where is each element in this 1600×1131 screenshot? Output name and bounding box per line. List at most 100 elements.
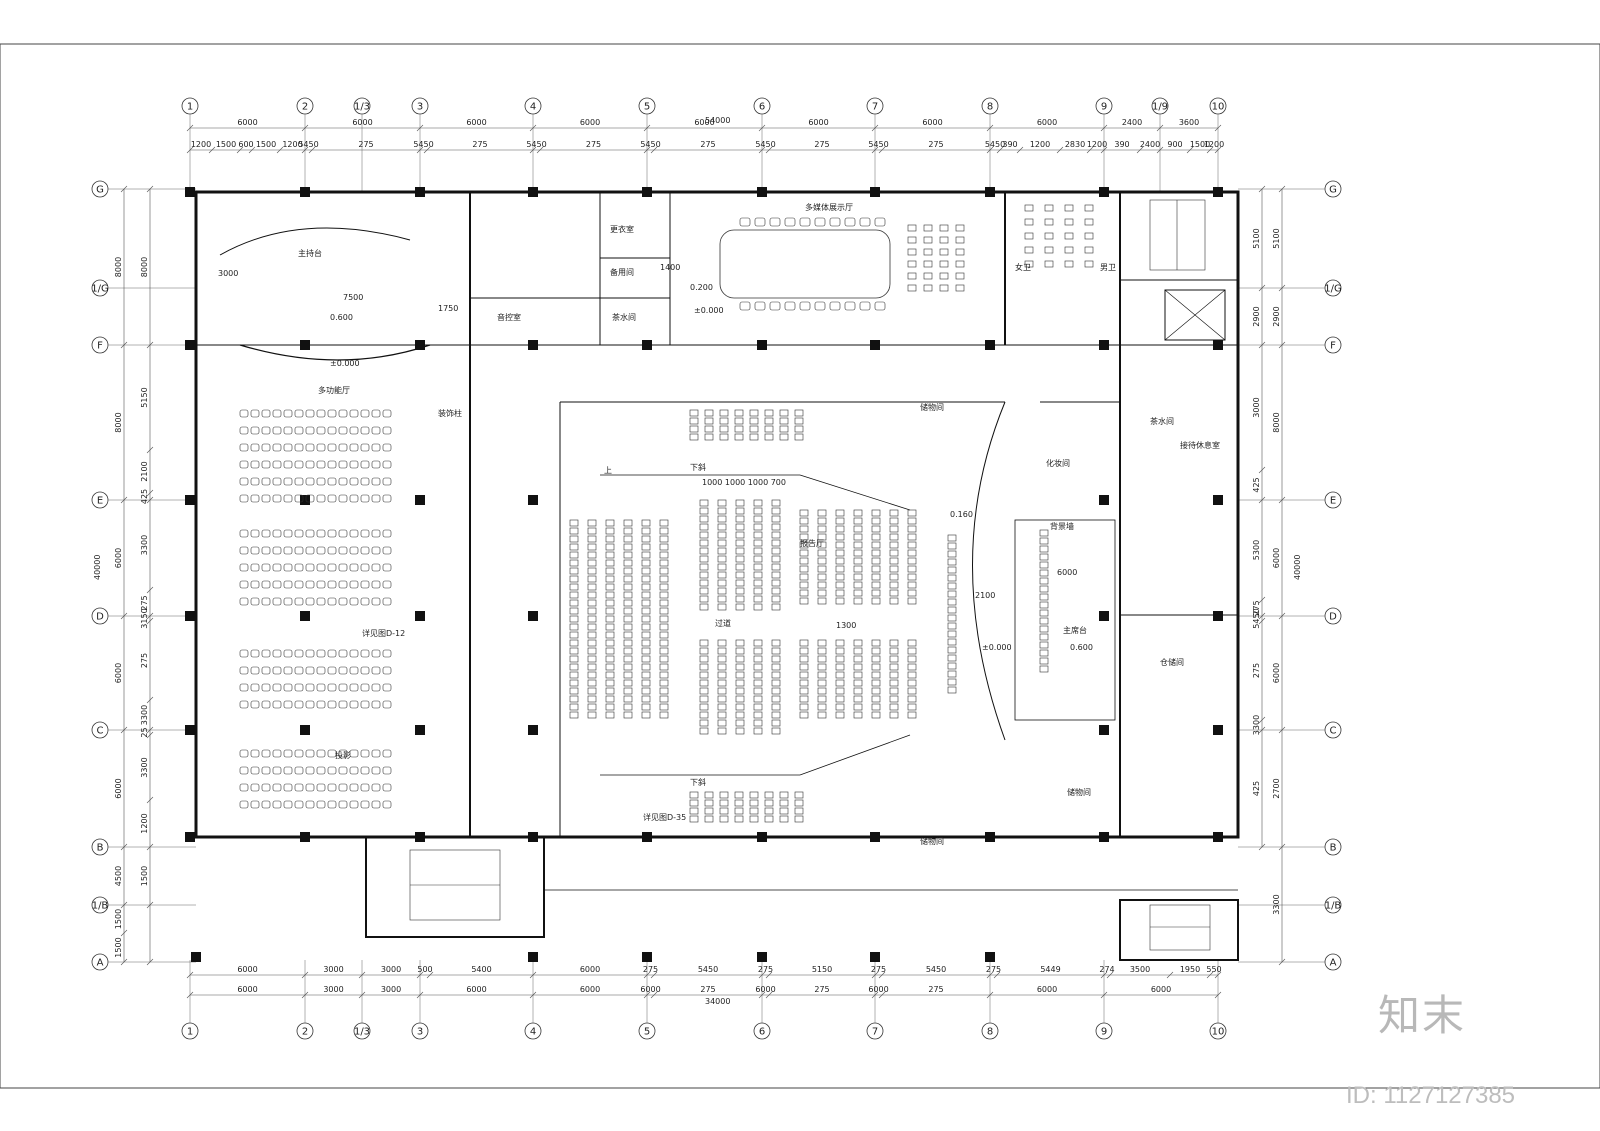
seat xyxy=(382,666,392,675)
seat xyxy=(779,433,789,441)
seat xyxy=(779,425,789,433)
seat xyxy=(771,663,781,671)
seat xyxy=(641,655,651,663)
svg-text:6000: 6000 xyxy=(1272,548,1281,568)
seat xyxy=(382,783,392,792)
seat xyxy=(261,666,271,675)
svg-text:500: 500 xyxy=(417,965,432,974)
seat xyxy=(1039,553,1049,561)
seat xyxy=(753,555,763,563)
seat xyxy=(569,519,579,527)
svg-text:6000: 6000 xyxy=(1272,663,1281,683)
seat xyxy=(283,529,293,538)
seat xyxy=(239,683,249,692)
seat xyxy=(889,525,899,533)
seat xyxy=(735,571,745,579)
seat xyxy=(717,539,727,547)
seat xyxy=(771,671,781,679)
seat xyxy=(717,727,727,735)
sheet-frame xyxy=(0,43,1600,1089)
level-rostrum-floor: ±0.000 xyxy=(982,643,1012,652)
seat xyxy=(1039,529,1049,537)
seat xyxy=(305,409,315,418)
seat xyxy=(749,807,759,815)
seat xyxy=(261,766,271,775)
svg-text:6000: 6000 xyxy=(1037,118,1057,127)
axis-top-11: 10 xyxy=(1209,97,1227,115)
column xyxy=(642,952,652,962)
seat xyxy=(587,591,597,599)
axis-left-0: G xyxy=(91,180,109,198)
seat xyxy=(250,494,260,503)
seat xyxy=(699,523,709,531)
storage-label-2: 储物间 xyxy=(920,836,944,846)
seat xyxy=(338,443,348,452)
seat xyxy=(569,535,579,543)
seat xyxy=(889,509,899,517)
seat xyxy=(871,517,881,525)
seat xyxy=(753,539,763,547)
seat xyxy=(799,565,809,573)
seat xyxy=(360,529,370,538)
seat xyxy=(771,515,781,523)
display-label: 多媒体展示厅 xyxy=(805,202,853,212)
seat xyxy=(605,535,615,543)
seat xyxy=(699,639,709,647)
seat xyxy=(734,425,744,433)
seat xyxy=(689,425,699,433)
seat xyxy=(799,695,809,703)
column xyxy=(1099,187,1109,197)
seat xyxy=(587,527,597,535)
seat xyxy=(907,557,917,565)
seat xyxy=(699,555,709,563)
seat xyxy=(835,509,845,517)
seat xyxy=(907,549,917,557)
seat xyxy=(1039,649,1049,657)
axis-left-3: E xyxy=(91,491,109,509)
seat xyxy=(1039,537,1049,545)
seat xyxy=(250,800,260,809)
seat xyxy=(771,563,781,571)
seat xyxy=(569,543,579,551)
seat xyxy=(338,783,348,792)
seat xyxy=(1039,641,1049,649)
stage-depth-7500: 7500 xyxy=(343,293,363,302)
svg-text:1200: 1200 xyxy=(140,813,149,833)
seat xyxy=(689,791,699,799)
seat xyxy=(817,557,827,565)
seat xyxy=(261,529,271,538)
seat xyxy=(753,547,763,555)
seat xyxy=(659,679,669,687)
seat xyxy=(779,791,789,799)
svg-text:2400: 2400 xyxy=(1140,140,1160,149)
seat xyxy=(587,663,597,671)
seat xyxy=(799,647,809,655)
seat xyxy=(382,494,392,503)
svg-text:6000: 6000 xyxy=(1037,985,1057,994)
seat xyxy=(587,607,597,615)
seat xyxy=(605,519,615,527)
axis-bottom-3: 3 xyxy=(411,1022,429,1040)
column xyxy=(185,725,195,735)
width-6000: 6000 xyxy=(1057,568,1077,577)
seat xyxy=(1039,665,1049,673)
seat xyxy=(871,597,881,605)
seat xyxy=(753,727,763,735)
seat xyxy=(835,711,845,719)
seat xyxy=(327,443,337,452)
seat xyxy=(587,695,597,703)
seat xyxy=(853,655,863,663)
seat xyxy=(294,529,304,538)
column xyxy=(870,832,880,842)
seat xyxy=(659,703,669,711)
seat xyxy=(272,749,282,758)
seat xyxy=(605,679,615,687)
svg-text:5450: 5450 xyxy=(298,140,318,149)
svg-text:B: B xyxy=(1330,843,1337,854)
seat xyxy=(605,655,615,663)
seat xyxy=(907,655,917,663)
seat xyxy=(947,558,957,566)
column xyxy=(757,952,767,962)
